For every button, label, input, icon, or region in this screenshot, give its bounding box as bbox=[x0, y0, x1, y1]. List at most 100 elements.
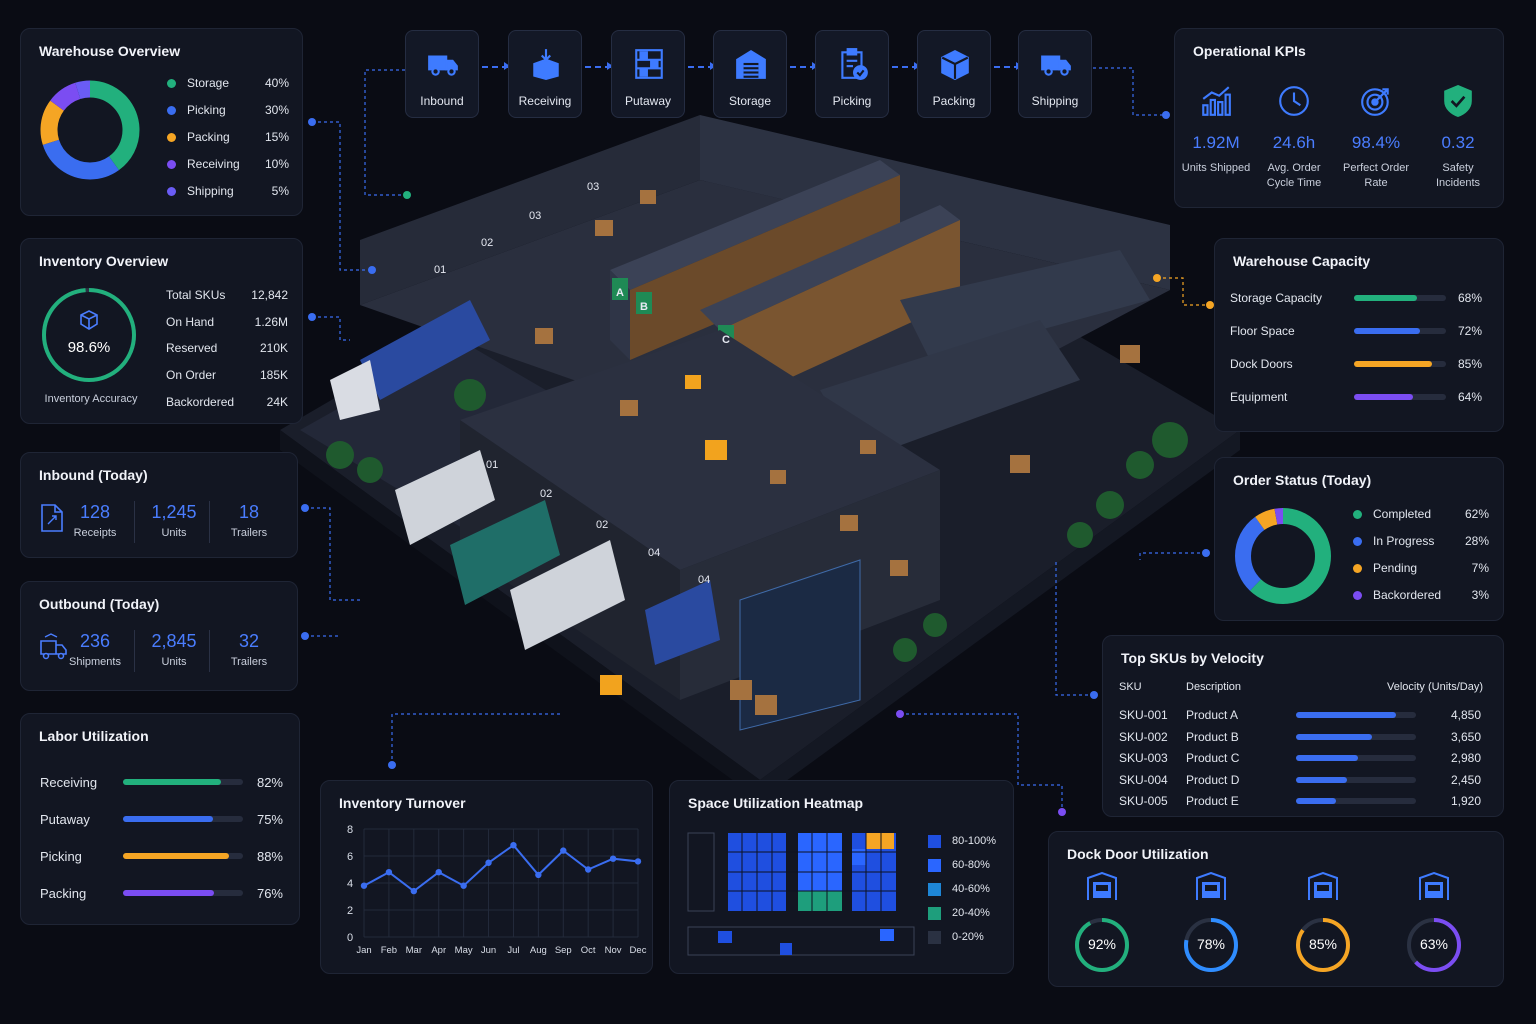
arrow-head-icon bbox=[607, 62, 613, 70]
stat-value: 18 bbox=[238, 502, 260, 522]
velocity-bar-fill bbox=[1296, 712, 1397, 718]
flow-arrow bbox=[994, 62, 1022, 70]
dock-door-utilization-panel: Dock Door Utilization 92%78%85%63% bbox=[1048, 831, 1504, 987]
flow-arrow bbox=[892, 62, 920, 70]
kpi-label: Units Shipped bbox=[1181, 162, 1251, 174]
process-step-putaway[interactable]: Putaway bbox=[611, 30, 685, 118]
legend-label: 40-60% bbox=[952, 883, 990, 895]
bar-fill bbox=[123, 890, 215, 896]
divider bbox=[134, 501, 135, 543]
turnover-point bbox=[435, 869, 442, 876]
sku-id: SKU-003 bbox=[1119, 751, 1168, 765]
stat-value: 32 bbox=[238, 631, 260, 651]
bar-value: 88% bbox=[256, 849, 283, 864]
dock-door-value: 78% bbox=[1196, 936, 1226, 952]
dock-label-01: 01 bbox=[434, 264, 446, 276]
bar-label: Receiving bbox=[40, 775, 98, 790]
bar-fill bbox=[123, 853, 229, 859]
bar-track bbox=[123, 890, 243, 896]
legend-swatch bbox=[928, 931, 941, 944]
legend-swatch bbox=[928, 907, 941, 920]
heatmap-grid bbox=[687, 832, 915, 956]
aisle-label-b: B bbox=[640, 301, 648, 313]
stat-value: 1.26M bbox=[254, 314, 288, 329]
x-tick-label: Apr bbox=[431, 945, 446, 956]
turnover-point bbox=[609, 855, 617, 862]
turnover-point bbox=[485, 859, 492, 866]
shield-icon bbox=[1444, 84, 1472, 117]
stat-label: Shipments bbox=[69, 656, 121, 668]
x-tick-label: May bbox=[455, 945, 473, 956]
process-step-label: Storage bbox=[728, 94, 772, 108]
x-tick-label: Sep bbox=[555, 945, 572, 956]
process-step-label: Picking bbox=[832, 94, 872, 108]
ring-progress bbox=[42, 288, 136, 382]
panel-title: Warehouse Overview bbox=[39, 43, 181, 59]
stat-value: 185K bbox=[259, 368, 288, 383]
turnover-point bbox=[410, 887, 418, 895]
sku-description: Product E bbox=[1186, 794, 1239, 808]
bar-value: 76% bbox=[256, 886, 283, 901]
panel-title: Outbound (Today) bbox=[39, 596, 160, 612]
turnover-point bbox=[360, 882, 368, 889]
process-step-packing[interactable]: Packing bbox=[917, 30, 991, 118]
legend-value: 40% bbox=[264, 76, 289, 90]
boxes bbox=[535, 190, 1140, 715]
process-step-inbound[interactable]: Inbound bbox=[405, 30, 479, 118]
stat-value: 128 bbox=[79, 502, 111, 522]
cube-icon bbox=[80, 310, 98, 330]
stat-label: Units bbox=[161, 656, 187, 668]
bar-fill bbox=[1354, 328, 1421, 334]
turnover-point bbox=[584, 866, 592, 873]
x-tick-label: Mar bbox=[406, 945, 422, 956]
dock-door-icon bbox=[1308, 872, 1338, 900]
process-step-picking[interactable]: Picking bbox=[815, 30, 889, 118]
x-tick-label: Nov bbox=[605, 945, 622, 956]
warehouse-overview-donut bbox=[40, 80, 140, 180]
bar-track bbox=[123, 853, 243, 859]
top-skus-panel: Top SKUs by Velocity SKU Description Vel… bbox=[1102, 635, 1504, 817]
donut-slice-shipping bbox=[40, 80, 140, 180]
bar-value: 75% bbox=[256, 812, 283, 827]
panel-title: Inventory Turnover bbox=[339, 795, 466, 811]
bar-chart-icon bbox=[1202, 86, 1231, 116]
inventory-accuracy-value: 98.6% bbox=[67, 339, 111, 356]
heatmap-legend-item: 80-100% bbox=[928, 835, 1012, 849]
heatmap-legend-item: 0-20% bbox=[928, 931, 1012, 945]
connector-lines bbox=[305, 67, 1210, 812]
dock-label-04: 04 bbox=[648, 547, 660, 559]
bar-track bbox=[1354, 328, 1446, 334]
legend-dot bbox=[1353, 591, 1362, 600]
legend-label: 20-40% bbox=[952, 907, 990, 919]
dock-door-value: 63% bbox=[1419, 936, 1449, 952]
turnover-point bbox=[535, 871, 542, 879]
divider bbox=[209, 630, 210, 672]
process-step-storage[interactable]: Storage bbox=[713, 30, 787, 118]
legend-dot bbox=[167, 79, 176, 88]
x-tick-label: Feb bbox=[381, 945, 397, 956]
panel-title: Space Utilization Heatmap bbox=[688, 795, 864, 811]
sku-id: SKU-004 bbox=[1119, 772, 1168, 787]
bar-fill bbox=[1354, 295, 1417, 301]
process-step-receiving[interactable]: Receiving bbox=[508, 30, 582, 118]
process-step-shipping[interactable]: Shipping bbox=[1018, 30, 1092, 118]
stat-label: Total SKUs bbox=[166, 288, 226, 302]
sku-header: SKU bbox=[1119, 681, 1142, 693]
dock-label-02b: 02 bbox=[540, 488, 552, 500]
legend-dot bbox=[1353, 564, 1362, 573]
dock-door-icon bbox=[1087, 872, 1117, 900]
flow-arrow bbox=[585, 62, 613, 70]
dock-label-01b: 01 bbox=[486, 459, 498, 471]
inventory-accuracy-label: Inventory Accuracy bbox=[44, 393, 138, 405]
legend-value: 7% bbox=[1471, 561, 1489, 575]
legend-dot bbox=[167, 106, 176, 115]
legend-swatch bbox=[928, 835, 941, 848]
bar-value: 85% bbox=[1457, 357, 1482, 371]
legend-label: In Progress bbox=[1373, 534, 1435, 548]
